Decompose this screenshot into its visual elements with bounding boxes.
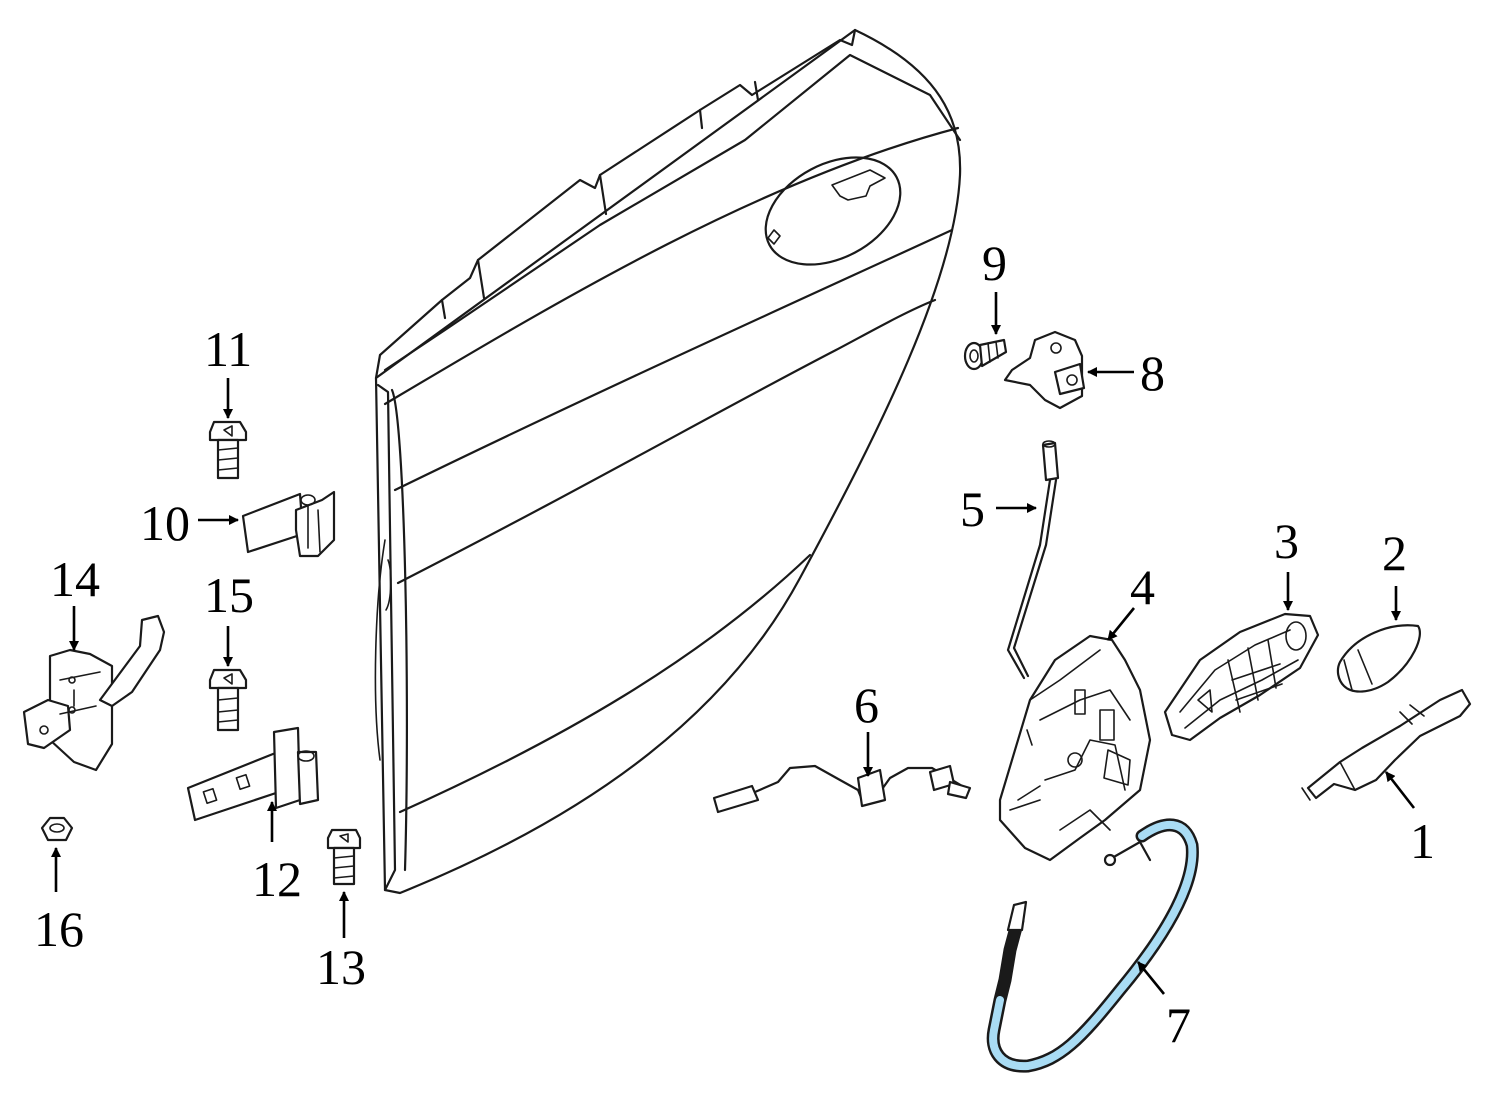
callout-labels: 1 2 3 4 5 6 7 8 9 10 11 12 13 14 15 16	[34, 235, 1435, 1053]
part-6-wire-harness	[712, 764, 972, 814]
cable-highlight	[989, 820, 1197, 1071]
arrow-4	[1106, 607, 1136, 641]
door-shell	[374, 28, 962, 895]
callout-3: 3	[1274, 513, 1299, 569]
callout-1: 1	[1410, 813, 1435, 869]
part-2-cap	[1336, 624, 1421, 693]
part-15-bolt	[208, 668, 248, 732]
callout-4: 4	[1130, 559, 1155, 615]
callout-11: 11	[204, 321, 252, 377]
part-5-rod	[1006, 440, 1060, 680]
callout-2: 2	[1382, 525, 1407, 581]
part-16-nut	[40, 816, 74, 842]
part-13-bolt	[326, 828, 362, 886]
part-3-handle-carrier	[1163, 612, 1320, 742]
callout-16: 16	[34, 901, 84, 957]
callout-6: 6	[854, 677, 879, 733]
part-10-hinge	[241, 490, 336, 558]
callout-9: 9	[982, 235, 1007, 291]
callout-10: 10	[140, 495, 190, 551]
part-7-cable	[986, 818, 1199, 1073]
callout-13: 13	[316, 939, 366, 995]
part-11-bolt	[208, 420, 248, 480]
part-4-lock	[998, 634, 1152, 862]
part-14-check-strap	[22, 614, 166, 772]
part-12-hinge	[186, 726, 320, 822]
callout-5: 5	[960, 481, 985, 537]
part-9-screw	[963, 338, 1008, 371]
callout-15: 15	[204, 567, 254, 623]
part-1-outer-handle	[1301, 688, 1472, 801]
callout-8: 8	[1140, 345, 1165, 401]
callout-14: 14	[50, 551, 100, 607]
callout-12: 12	[252, 851, 302, 907]
callout-7: 7	[1166, 997, 1191, 1053]
arrow-1	[1384, 771, 1416, 809]
arrow-7	[1136, 961, 1166, 995]
leader-arrows	[51, 292, 1416, 995]
part-8-striker	[1003, 330, 1086, 410]
